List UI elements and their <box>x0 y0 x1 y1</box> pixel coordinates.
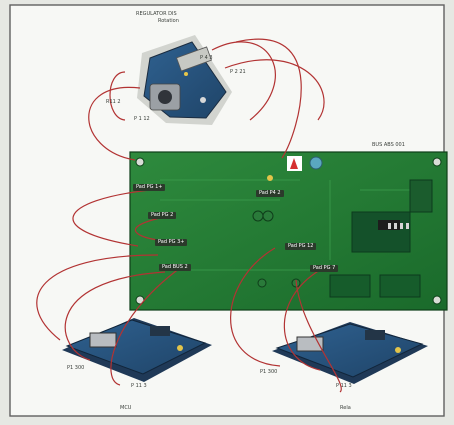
board-tag-1: Pad PG 1+ <box>133 184 166 191</box>
mcu-caption: MCU <box>120 405 132 411</box>
cable-label-r1: R11 2 <box>106 99 121 105</box>
cable-right-a <box>230 247 281 367</box>
cable-label-right-a: P1 300 <box>260 369 278 375</box>
cable-label-right-b: P 11 3 <box>336 383 352 389</box>
board-tag-5: Pad PG 12 <box>285 243 317 250</box>
main-board <box>129 151 448 311</box>
regulator-title-line1: REGULATOR DIS <box>136 11 177 17</box>
regulator-module <box>137 35 232 125</box>
main-chip <box>351 211 411 253</box>
cable-left-b <box>64 271 166 361</box>
cable-right-b <box>283 269 321 371</box>
relay-caption: Rela <box>340 405 351 411</box>
board-capacitor <box>309 156 323 170</box>
cable-set <box>36 38 342 393</box>
board-tag-6: Pad PG 7 <box>310 265 339 272</box>
cable-left-a <box>36 254 159 341</box>
cable-left-c <box>110 267 181 386</box>
cable-label-left-a: P1 300 <box>67 365 85 371</box>
cable-label-p1: P 4 3 <box>200 55 213 61</box>
cable-r1 <box>88 86 141 161</box>
cable-label-p2: P 2 21 <box>230 69 246 75</box>
mcu-usb-connector <box>89 332 117 348</box>
board-tag-2: Pad PG 2 <box>148 212 177 219</box>
mount-hole-icon <box>135 157 145 167</box>
cable-right-c <box>295 279 342 393</box>
cable-label-p3: P 1 12 <box>134 116 150 122</box>
mcu-module <box>62 318 212 382</box>
cable-p2 <box>224 59 325 121</box>
mount-hole-icon <box>432 295 442 305</box>
cable-short <box>109 71 126 121</box>
regulator-header-connector <box>176 46 212 72</box>
main-board-title: BUS ABS 001 <box>372 142 405 148</box>
cable-label-left-b: P 11 3 <box>131 383 147 389</box>
mount-hole-icon <box>432 157 442 167</box>
cable-p3 <box>211 41 276 121</box>
board-tag-3: Pad PG 3+ <box>155 239 188 246</box>
board-tag-7: Pad P4 2 <box>256 190 284 197</box>
regulator-title-line2: Rotation <box>158 18 179 24</box>
relay-module <box>272 322 428 384</box>
cable-bus <box>72 189 151 247</box>
board-tag-4: Pad BUS 2 <box>159 264 191 271</box>
cable-p4 <box>235 38 302 159</box>
